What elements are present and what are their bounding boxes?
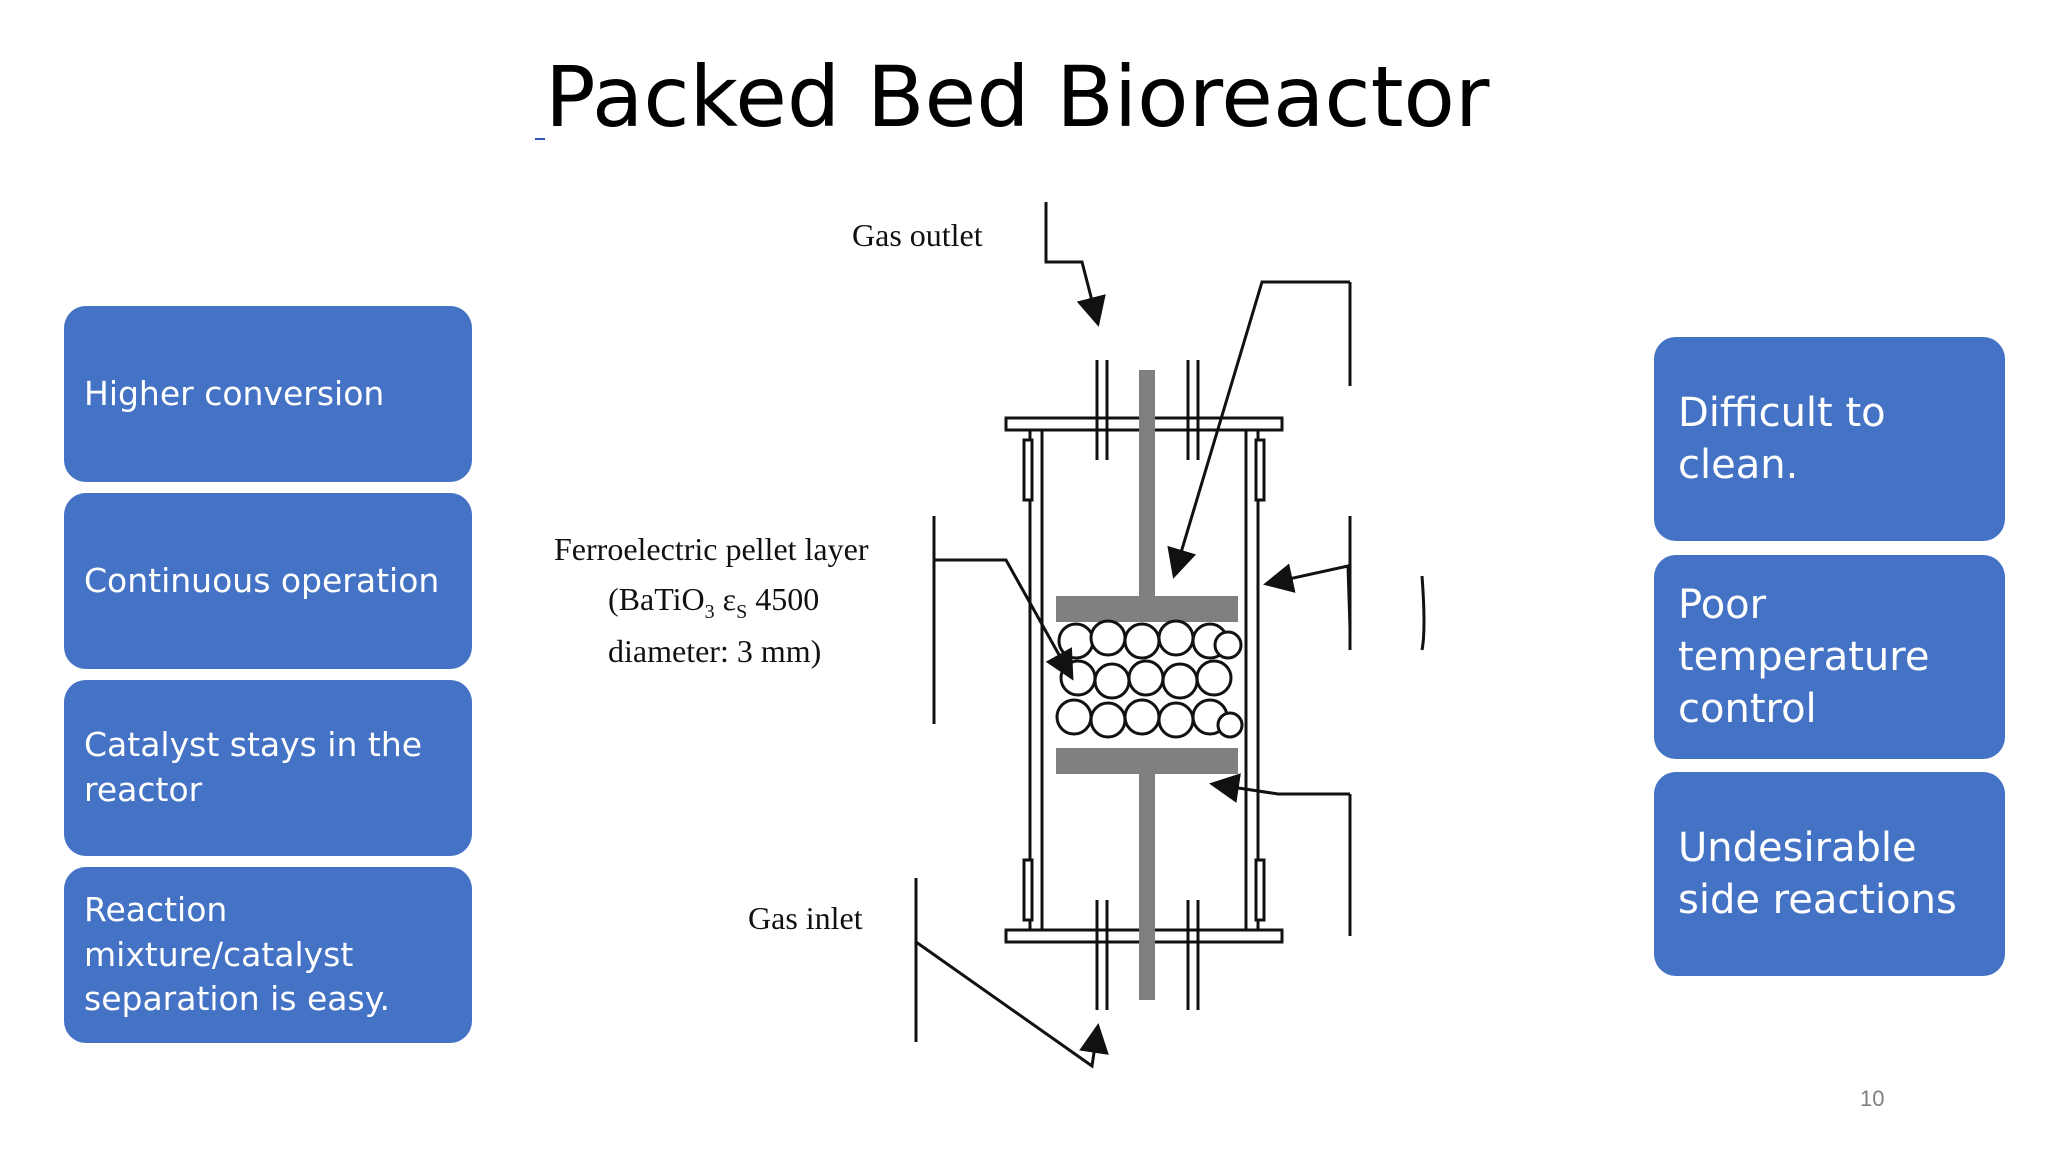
- advantage-box-3: Catalyst stays in the reactor: [64, 680, 472, 856]
- disadvantage-box-3: Undesirable side reactions: [1654, 772, 2005, 976]
- pellet-label-line2: (BaTiO3 εS 4500: [608, 581, 819, 623]
- upper-electrode-plate: [1056, 596, 1238, 622]
- advantage-text: Catalyst stays in the reactor: [84, 725, 423, 809]
- lower-electrode-plate: [1056, 748, 1238, 774]
- pellet-label-line3: diameter: 3 mm): [608, 633, 821, 669]
- disadvantage-text: Undesirable side reactions: [1678, 825, 1957, 923]
- advantage-text: Continuous operation: [84, 560, 440, 600]
- advantage-box-2: Continuous operation: [64, 493, 472, 669]
- reactor-diagram: Gas outlet Gas inlet Ferroelectric pelle…: [490, 190, 1430, 1140]
- slide-title: Packed Bed Bioreactor: [545, 48, 1490, 146]
- disadvantage-text: Poor temperature control: [1678, 582, 1930, 732]
- pellet-label-line1: Ferroelectric pellet layer: [554, 531, 869, 567]
- advantage-text: Higher conversion: [84, 373, 385, 413]
- gas-inlet-label: Gas inlet: [748, 900, 863, 936]
- disadvantage-box-1: Difficult to clean.: [1654, 337, 2005, 541]
- disadvantage-text: Difficult to clean.: [1678, 390, 1886, 488]
- disadvantage-box-2: Poor temperature control: [1654, 555, 2005, 759]
- title-mark: [535, 138, 545, 140]
- gas-outlet-label: Gas outlet: [852, 217, 983, 253]
- advantage-box-1: Higher conversion: [64, 306, 472, 482]
- pellet-layer: [1055, 619, 1244, 748]
- page-number: 10: [1860, 1086, 1885, 1111]
- advantage-text: Reaction mixture/catalyst separation is …: [84, 890, 391, 1019]
- advantage-box-4: Reaction mixture/catalyst separation is …: [64, 867, 472, 1043]
